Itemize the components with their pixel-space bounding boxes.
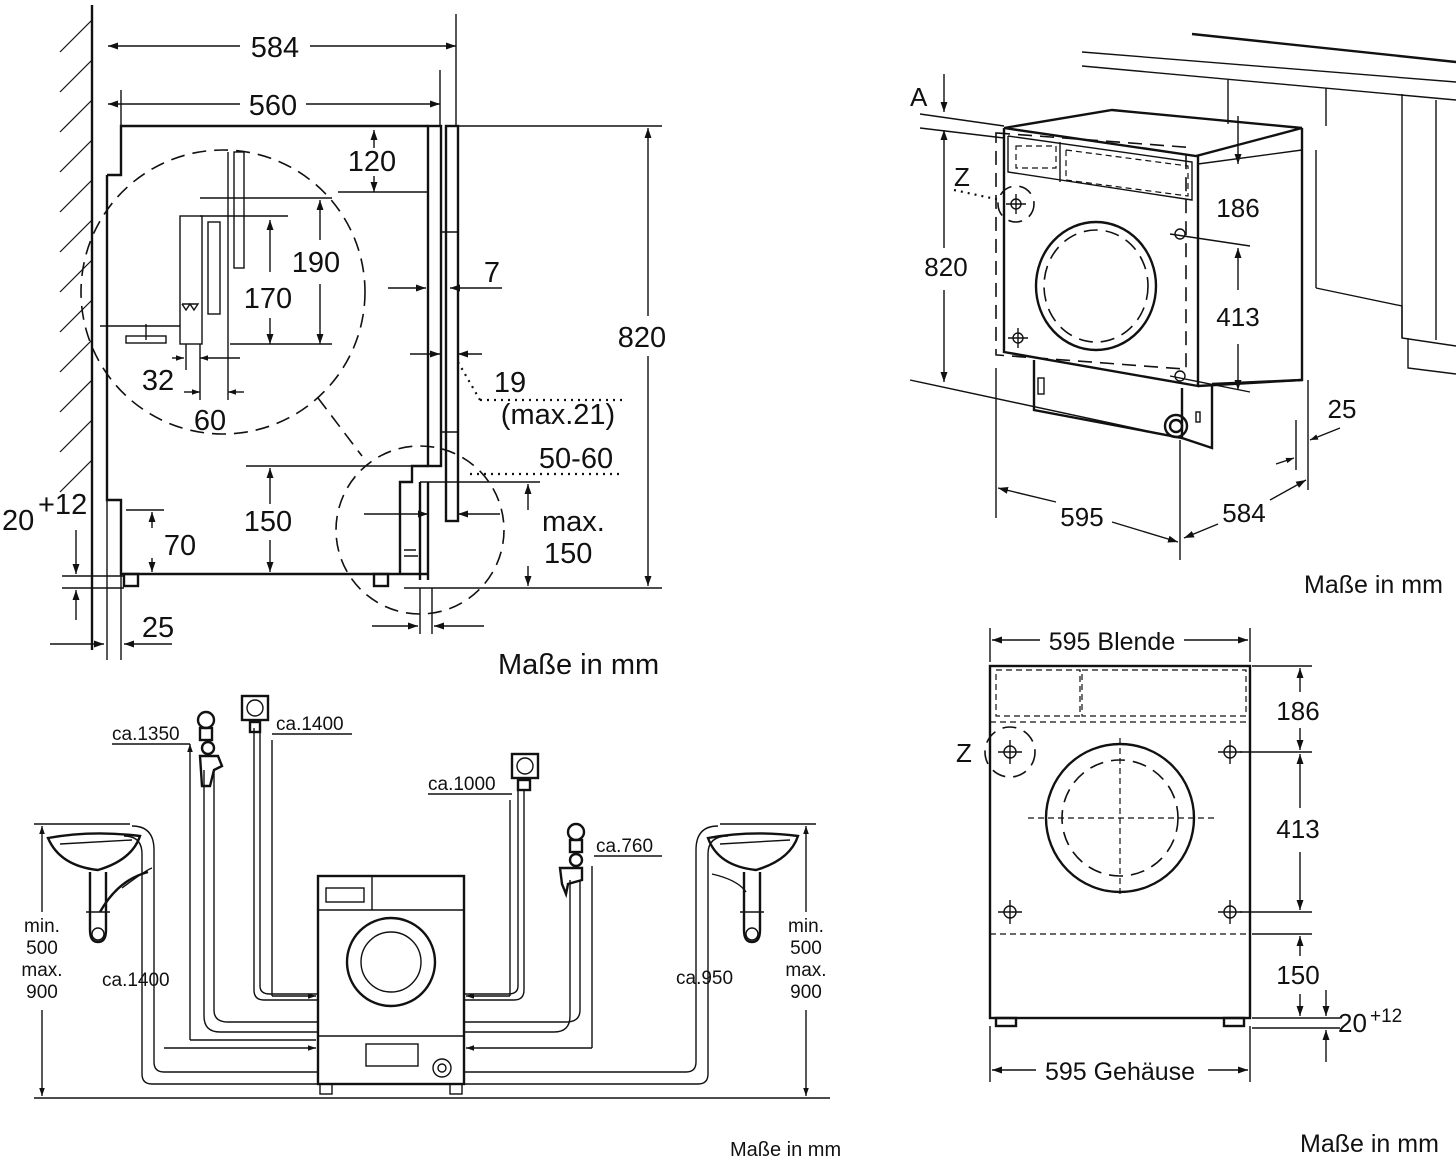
label-900-right: 900 bbox=[790, 982, 822, 1003]
socket-left bbox=[240, 694, 270, 734]
dim-584-perspective: 584 bbox=[1222, 498, 1265, 528]
label-500-left: 500 bbox=[26, 938, 58, 959]
detail-circle-upper bbox=[80, 149, 366, 457]
units-caption-front: Maße in mm bbox=[1300, 1130, 1439, 1158]
dim-50-60: 50-60 bbox=[539, 443, 613, 475]
front-dimension-lines bbox=[989, 628, 1340, 1082]
label-z-perspective: Z bbox=[954, 162, 970, 192]
dim-820-perspective: 820 bbox=[924, 252, 967, 282]
machine-perspective bbox=[953, 108, 1304, 450]
dim-595-gehaeuse: 595 Gehäuse bbox=[1045, 1058, 1195, 1086]
label-ca1000: ca.1000 bbox=[428, 774, 496, 795]
label-500-right: 500 bbox=[790, 938, 822, 959]
dim-820: 820 bbox=[618, 322, 666, 354]
front-labels: 595 Blende 595 Gehäuse Z 186 413 150 20 … bbox=[956, 628, 1439, 1158]
water-tap-right bbox=[558, 822, 586, 899]
dim-186-front: 186 bbox=[1276, 696, 1319, 726]
label-min-right: min. bbox=[788, 916, 824, 937]
left-sink bbox=[46, 832, 149, 944]
dim-foot-plus12-front: +12 bbox=[1370, 1006, 1402, 1027]
drain-hose-right bbox=[464, 825, 747, 1085]
right-sink bbox=[706, 832, 800, 944]
dim-max21: (max.21) bbox=[501, 399, 615, 431]
dim-foot-plus12: +12 bbox=[38, 489, 87, 521]
dim-19: 19 bbox=[494, 367, 526, 399]
dim-70: 70 bbox=[164, 530, 196, 562]
label-ca950: ca.950 bbox=[676, 968, 733, 989]
dim-120: 120 bbox=[348, 146, 396, 178]
dim-25-perspective: 25 bbox=[1328, 394, 1357, 424]
dim-max-label: max. bbox=[542, 506, 605, 538]
mounting-points bbox=[984, 726, 1242, 924]
dim-150: 150 bbox=[244, 506, 292, 538]
connections-view: ca.1350 ca.1400 ca.1000 ca.760 ca.1400 c… bbox=[21, 694, 841, 1159]
inlet-hose-left bbox=[203, 770, 318, 1033]
connections-labels: ca.1350 ca.1400 ca.1000 ca.760 ca.1400 c… bbox=[21, 714, 841, 1159]
side-dimension-lines bbox=[50, 14, 662, 660]
label-max-left: max. bbox=[21, 960, 62, 981]
perspective-dimension-lines bbox=[909, 74, 1341, 560]
dim-584: 584 bbox=[251, 32, 299, 64]
power-cable-right bbox=[464, 790, 525, 1001]
side-dimension-labels: 584 560 120 190 170 7 820 32 60 19 (max.… bbox=[2, 32, 666, 681]
dim-413-front: 413 bbox=[1276, 814, 1319, 844]
dim-foot-20-front: 20 bbox=[1338, 1008, 1367, 1038]
dim-560: 560 bbox=[249, 90, 297, 122]
dim-foot-20: 20 bbox=[2, 505, 34, 537]
dim-413-perspective: 413 bbox=[1216, 302, 1259, 332]
water-tap-left bbox=[196, 710, 224, 788]
machine-side-outline bbox=[105, 124, 460, 588]
dim-25: 25 bbox=[142, 612, 174, 644]
drain-hose-left bbox=[121, 825, 318, 1085]
units-caption-side: Maße in mm bbox=[498, 649, 659, 681]
perspective-view: A Z 820 186 413 25 595 584 Maße in mm bbox=[909, 32, 1456, 599]
wall-hatching bbox=[59, 5, 94, 650]
label-900-left: 900 bbox=[26, 982, 58, 1003]
dim-150-front: 150 bbox=[1276, 960, 1319, 990]
label-min-left: min. bbox=[24, 916, 60, 937]
label-max-right: max. bbox=[785, 960, 826, 981]
dim-595-blende: 595 Blende bbox=[1049, 628, 1176, 656]
connections-dimension-lines bbox=[34, 733, 816, 1096]
dim-max-150: 150 bbox=[544, 538, 592, 570]
label-ca1400-cable: ca.1400 bbox=[276, 714, 344, 735]
dim-595-perspective: 595 bbox=[1060, 502, 1103, 532]
dim-7: 7 bbox=[484, 257, 500, 289]
dim-32: 32 bbox=[142, 365, 174, 397]
niche-outline bbox=[1081, 32, 1456, 375]
label-ca1350: ca.1350 bbox=[112, 724, 180, 745]
front-view: 595 Blende 595 Gehäuse Z 186 413 150 20 … bbox=[956, 628, 1439, 1158]
label-ca1400-hose: ca.1400 bbox=[102, 970, 170, 991]
power-cable-left bbox=[253, 728, 318, 1001]
dim-60: 60 bbox=[194, 405, 226, 437]
label-ca760: ca.760 bbox=[596, 836, 653, 857]
detail-circle-lower bbox=[335, 445, 505, 615]
perspective-labels: A Z 820 186 413 25 595 584 Maße in mm bbox=[910, 82, 1443, 599]
dim-170: 170 bbox=[244, 283, 292, 315]
label-a: A bbox=[910, 82, 928, 112]
units-caption-connections: Maße in mm bbox=[730, 1139, 841, 1159]
side-view: 584 560 120 190 170 7 820 32 60 19 (max.… bbox=[2, 5, 666, 681]
washer-front-small bbox=[316, 874, 466, 1095]
machine-front bbox=[988, 664, 1252, 1028]
label-z-front: Z bbox=[956, 738, 972, 768]
units-caption-perspective: Maße in mm bbox=[1304, 571, 1443, 599]
dim-190: 190 bbox=[292, 247, 340, 279]
dim-186-perspective: 186 bbox=[1216, 193, 1259, 223]
inlet-hose-right bbox=[464, 880, 581, 1033]
socket-right bbox=[510, 752, 540, 792]
